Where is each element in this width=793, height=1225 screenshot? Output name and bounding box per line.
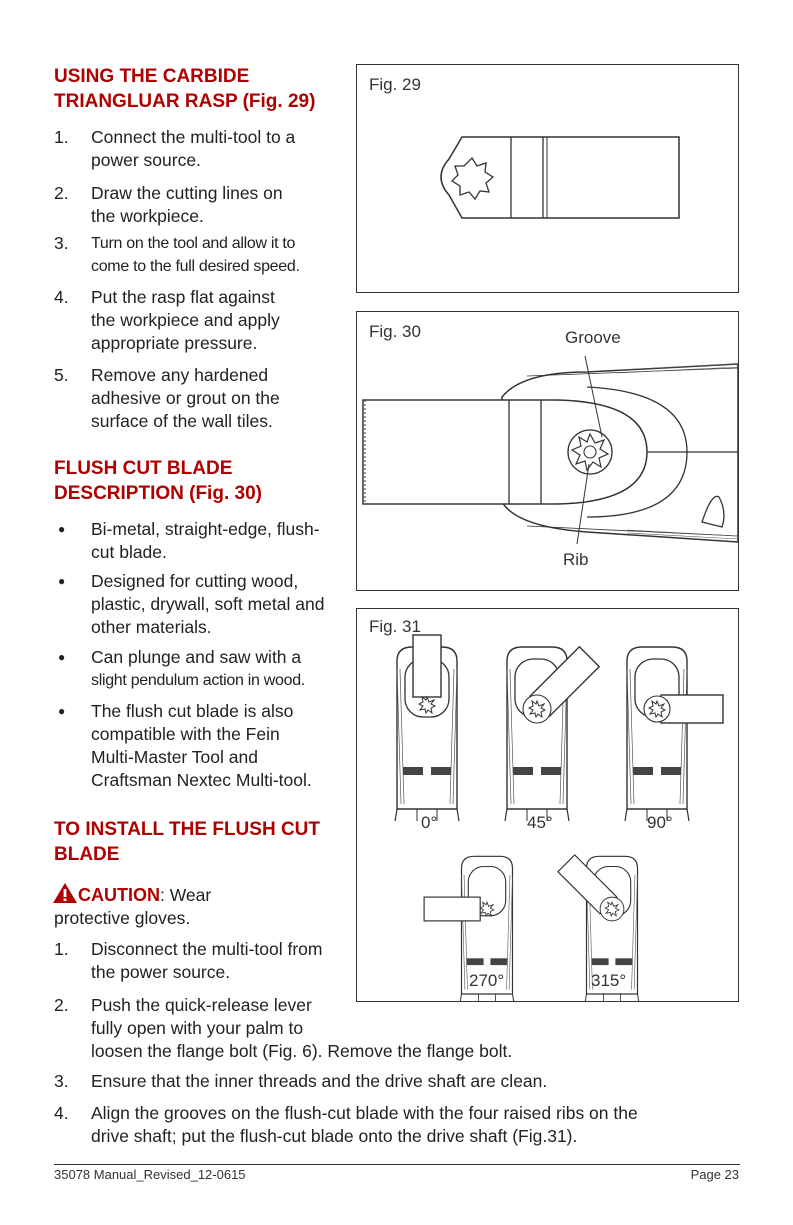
- carbide-rasp-illustration: [440, 136, 680, 219]
- figure-29: Fig. 29: [356, 64, 739, 293]
- figure-31: Fig. 31: [356, 608, 739, 1002]
- figure-30: Fig. 30 Groove Rib: [356, 311, 739, 591]
- bullet-icon: ●: [58, 574, 66, 588]
- angle-label-270: 270°: [469, 971, 505, 990]
- section-title-install-flush-cut: TO INSTALL THE FLUSH CUT BLADE: [54, 819, 320, 865]
- figure-label: Fig. 31: [369, 617, 421, 636]
- angle-label-315: 315°: [591, 971, 627, 990]
- footer-doc-id: 35078 Manual_Revised_12-0615: [54, 1167, 246, 1182]
- warning-triangle-icon: [53, 883, 77, 903]
- figure-label: Fig. 30: [369, 322, 421, 341]
- footer-page-number: Page 23: [690, 1167, 739, 1182]
- rib-callout: Rib: [563, 550, 589, 569]
- star-mount-icon: [567, 429, 613, 475]
- groove-callout: Groove: [565, 328, 621, 347]
- section-title-rasp: USING THE CARBIDE TRIANGLUAR RASP (Fig. …: [54, 66, 316, 112]
- star-mount-icon: [450, 156, 495, 201]
- section-title-flush-cut-description: FLUSH CUT BLADE DESCRIPTION (Fig. 30): [54, 458, 262, 504]
- caution-note: CAUTION: Wear protective gloves.: [53, 882, 354, 930]
- angle-label-90: 90°: [647, 813, 673, 832]
- footer-divider: [54, 1164, 740, 1165]
- angle-label-0: 0°: [421, 813, 438, 832]
- bullet-icon: ●: [58, 522, 66, 536]
- figure-label: Fig. 29: [369, 75, 421, 94]
- bullet-icon: ●: [58, 650, 66, 664]
- blade-angle-illustrations: [394, 634, 724, 1001]
- bullet-icon: ●: [58, 704, 66, 718]
- flush-cut-blade-illustration: [362, 355, 738, 545]
- angle-label-45: 45°: [527, 813, 553, 832]
